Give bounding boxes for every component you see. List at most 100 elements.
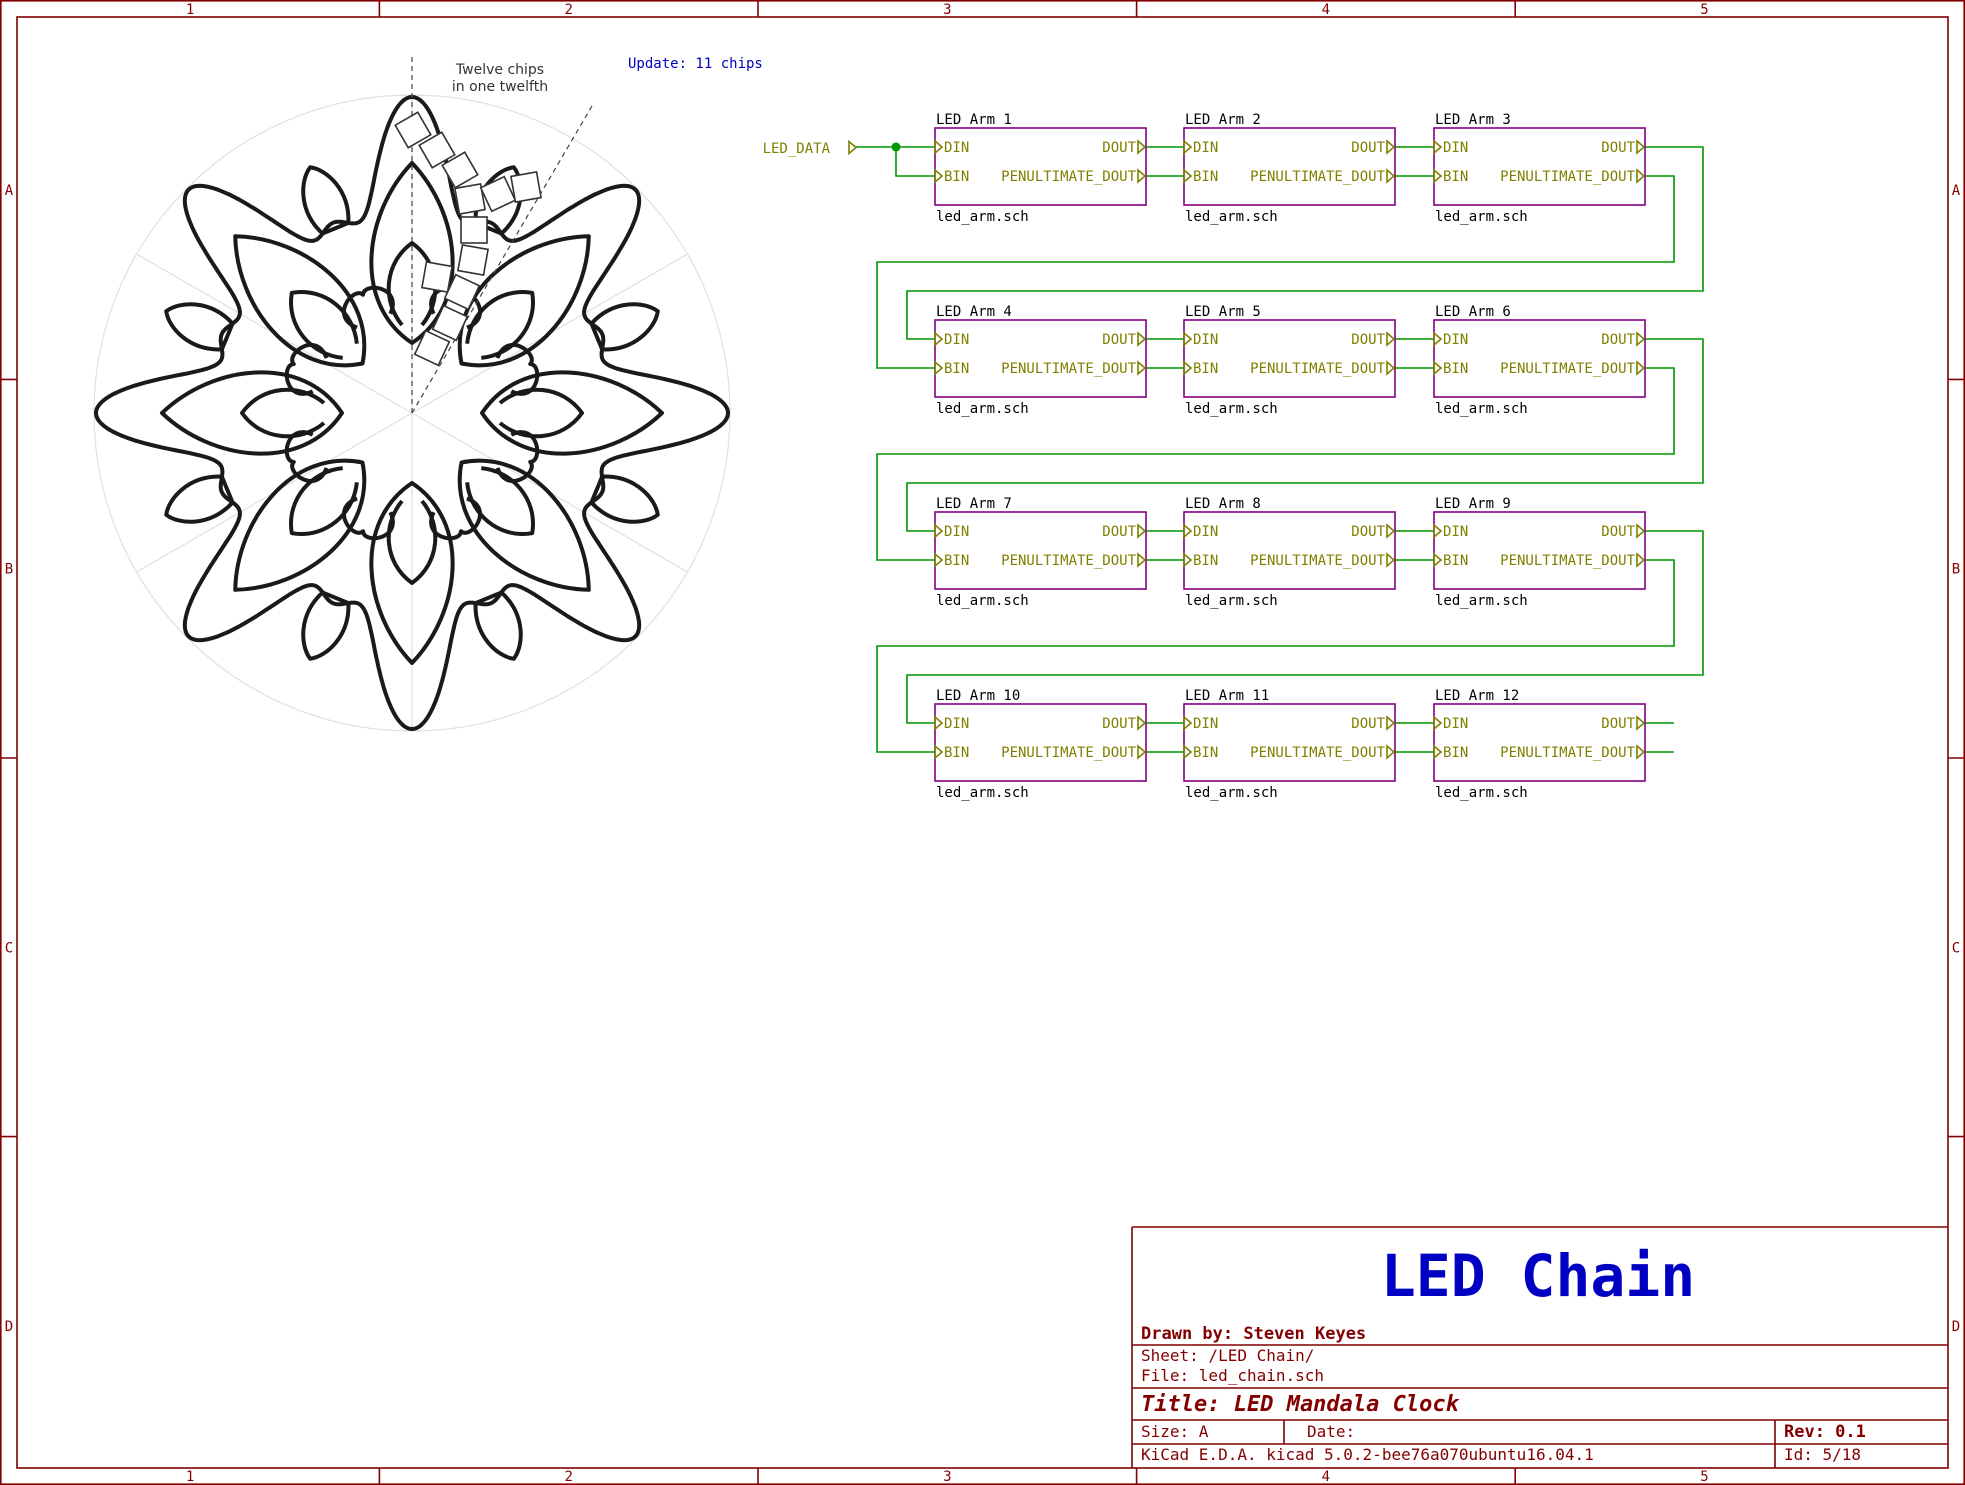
sheet-border[interactable] — [934, 703, 1147, 782]
sheet-pin-pdout: PENULTIMATE_DOUT — [1001, 553, 1136, 569]
sheet-pin-dout: DOUT — [1601, 716, 1635, 732]
led-chip-marker — [413, 329, 451, 367]
sheet-name: LED Arm 3 — [1435, 112, 1511, 128]
hierarchical-sheet-led-arm-10[interactable]: LED Arm 10led_arm.schDINBINDOUTPENULTIMA… — [934, 688, 1147, 801]
paper-size: Size: A — [1141, 1422, 1209, 1441]
led-chip-marker — [421, 261, 453, 293]
zone-column-label-bottom: 3 — [943, 1469, 951, 1485]
sheet-pin-bin-flag — [934, 168, 944, 184]
hierarchical-sheet-led-arm-9[interactable]: LED Arm 9led_arm.schDINBINDOUTPENULTIMAT… — [1433, 496, 1646, 609]
sheet-pin-pdout: PENULTIMATE_DOUT — [1500, 361, 1635, 377]
sheet-pin-bin: BIN — [944, 169, 969, 185]
led-chip-marker — [479, 175, 517, 213]
sheet-pin-dout-flag — [1636, 715, 1646, 731]
sheet-pin-dout-flag — [1636, 331, 1646, 347]
sheet-file: led_arm.sch — [1435, 209, 1528, 225]
hierarchical-sheet-led-arm-12[interactable]: LED Arm 12led_arm.schDINBINDOUTPENULTIMA… — [1433, 688, 1646, 801]
hierarchical-sheet-led-arm-7[interactable]: LED Arm 7led_arm.schDINBINDOUTPENULTIMAT… — [934, 496, 1147, 609]
sheet-pin-dout: DOUT — [1102, 716, 1136, 732]
sheet-pin-din: DIN — [944, 716, 969, 732]
led-chip-marker — [394, 111, 432, 149]
sheet-file: led_arm.sch — [936, 593, 1029, 609]
sheet-pin-bin-flag — [934, 744, 944, 760]
sheet-border[interactable] — [1433, 319, 1646, 398]
sheet-pin-dout: DOUT — [1351, 716, 1385, 732]
sheet-border[interactable] — [1183, 511, 1396, 590]
mandala-petal — [429, 458, 591, 661]
sheet-path: Sheet: /LED Chain/ — [1141, 1346, 1314, 1365]
led-data-input-label: LED_DATA — [763, 141, 831, 157]
sheet-pin-dout: DOUT — [1351, 140, 1385, 156]
sheet-pin-bin-flag — [1433, 360, 1443, 376]
sheet-pin-dout-flag — [1386, 139, 1396, 155]
sheet-pin-bin: BIN — [1193, 169, 1218, 185]
hierarchical-sheet-led-arm-5[interactable]: LED Arm 5led_arm.schDINBINDOUTPENULTIMAT… — [1183, 304, 1396, 417]
sheet-file: led_arm.sch — [1185, 401, 1278, 417]
kicad-version: KiCad E.D.A. kicad 5.0.2-bee76a070ubuntu… — [1141, 1445, 1594, 1464]
wire-row-wrap-pdout — [876, 367, 1675, 561]
sheet-pin-pdout: PENULTIMATE_DOUT — [1001, 745, 1136, 761]
wire-row-wrap-dout — [906, 338, 1704, 532]
sheet-pin-dout-flag — [1636, 139, 1646, 155]
mandala-petal — [164, 430, 367, 592]
zone-row-label-right: A — [1952, 183, 1961, 199]
sheet-border[interactable] — [1183, 319, 1396, 398]
hierarchical-sheet-led-arm-8[interactable]: LED Arm 8led_arm.schDINBINDOUTPENULTIMAT… — [1183, 496, 1396, 609]
sheet-pin-dout-flag — [1386, 715, 1396, 731]
sheet-pin-pdout-flag — [1386, 168, 1396, 184]
sheet-pin-din: DIN — [1193, 716, 1218, 732]
led-data-input-flag — [848, 139, 858, 156]
hierarchical-sheet-led-arm-1[interactable]: LED Arm 1led_arm.schDINBINDOUTPENULTIMAT… — [934, 112, 1147, 225]
hierarchical-sheet-led-arm-3[interactable]: LED Arm 3led_arm.schDINBINDOUTPENULTIMAT… — [1433, 112, 1646, 225]
sheet-pin-din: DIN — [944, 332, 969, 348]
sheet-border[interactable] — [934, 319, 1147, 398]
hierarchical-sheet-led-arm-4[interactable]: LED Arm 4led_arm.schDINBINDOUTPENULTIMAT… — [934, 304, 1147, 417]
sheet-pin-pdout-flag — [1386, 744, 1396, 760]
zone-row-label-left: D — [5, 1319, 13, 1335]
date-field: Date: — [1307, 1422, 1355, 1441]
wire-junction — [891, 142, 901, 152]
sheet-name: LED Arm 11 — [1185, 688, 1269, 704]
mandala-petal — [480, 370, 664, 524]
sheet-pin-din-flag — [1433, 523, 1443, 539]
note-line-2: in one twelfth — [452, 79, 548, 95]
sheet-pin-din: DIN — [1193, 524, 1218, 540]
led-chip-marker — [454, 183, 486, 215]
led-chip-marker — [443, 273, 481, 311]
sheet-pin-din: DIN — [944, 524, 969, 540]
note-line-1: Twelve chips — [455, 62, 544, 78]
sheet-pin-dout: DOUT — [1601, 332, 1635, 348]
zone-row-label-right: C — [1952, 940, 1960, 956]
hierarchical-sheet-led-arm-6[interactable]: LED Arm 6led_arm.schDINBINDOUTPENULTIMAT… — [1433, 304, 1646, 417]
sheet-pin-bin-flag — [1183, 168, 1193, 184]
sheet-border[interactable] — [1433, 703, 1646, 782]
sheet-pin-din: DIN — [1443, 524, 1468, 540]
hierarchical-sheet-led-arm-2[interactable]: LED Arm 2led_arm.schDINBINDOUTPENULTIMAT… — [1183, 112, 1396, 225]
sheet-pin-dout: DOUT — [1601, 140, 1635, 156]
sheet-pin-dout-flag — [1386, 331, 1396, 347]
sheet-border[interactable] — [934, 127, 1147, 206]
sheet-file: led_arm.sch — [936, 401, 1029, 417]
sheet-pin-din: DIN — [1193, 140, 1218, 156]
hierarchical-sheet-led-arm-11[interactable]: LED Arm 11led_arm.schDINBINDOUTPENULTIMA… — [1183, 688, 1396, 801]
sheet-name: LED Arm 9 — [1435, 496, 1511, 512]
inner-frame — [16, 16, 1949, 1469]
sheet-border[interactable] — [934, 511, 1147, 590]
sheet-pin-dout-flag — [1137, 715, 1147, 731]
sheet-pin-din-flag — [1183, 715, 1193, 731]
sheet-pin-din-flag — [1433, 139, 1443, 155]
sheet-pin-din-flag — [934, 523, 944, 539]
update-note: Update: 11 chips — [628, 56, 763, 72]
sheet-border[interactable] — [1433, 127, 1646, 206]
sheet-pin-dout: DOUT — [1102, 140, 1136, 156]
sheet-border[interactable] — [1183, 703, 1396, 782]
project-title: Title: LED Mandala Clock — [1141, 1392, 1460, 1417]
sheet-pin-bin-flag — [934, 552, 944, 568]
sheet-border[interactable] — [1433, 511, 1646, 590]
led-chip-marker — [510, 171, 542, 203]
sheet-border[interactable] — [1183, 127, 1396, 206]
sheet-name: LED Arm 6 — [1435, 304, 1511, 320]
zone-column-label-top: 4 — [1322, 2, 1330, 18]
mandala-petal — [160, 302, 344, 456]
